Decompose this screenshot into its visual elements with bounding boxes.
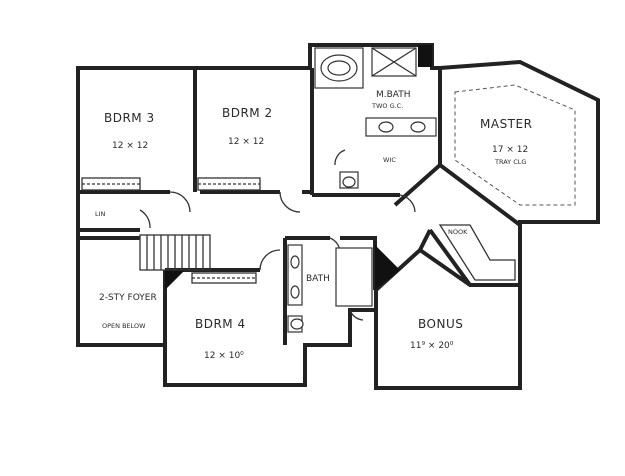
master-note: TRAY CLG — [494, 158, 526, 166]
bath-name: BATH — [306, 274, 330, 284]
master-bath-fixtures — [314, 47, 437, 189]
bdrm4-size: 12 × 10⁰ — [204, 351, 244, 361]
bonus-name: BONUS — [418, 317, 463, 331]
foyer-note: OPEN BELOW — [102, 322, 146, 330]
room-labels: BDRM 3 12 × 12 BDRM 2 12 × 12 M.BATH TWO… — [95, 90, 532, 361]
master-bath-name: M.BATH — [376, 90, 411, 100]
solid-wall-blocks — [165, 45, 432, 290]
foyer-name: 2-STY FOYER — [99, 293, 157, 303]
staircase — [139, 234, 211, 271]
bdrm3-size: 12 × 12 — [112, 141, 148, 151]
bdrm2-size: 12 × 12 — [228, 137, 264, 147]
bdrm2-name: BDRM 2 — [222, 106, 273, 120]
nook-name: NOOK — [448, 228, 468, 236]
closets — [81, 177, 261, 284]
tray-ceiling-outline — [454, 84, 576, 206]
door-swings — [139, 149, 416, 321]
hall-bath-fixtures — [287, 244, 373, 333]
wic-name: WIC — [383, 156, 396, 164]
linen-name: LIN — [95, 210, 106, 218]
nook-cabinet — [438, 224, 516, 281]
bdrm4-name: BDRM 4 — [195, 317, 246, 331]
master-name: MASTER — [480, 117, 532, 131]
bonus-size: 11⁹ × 20⁰ — [410, 341, 454, 351]
master-bath-note: TWO G.C. — [371, 102, 403, 110]
outer-walls — [76, 43, 600, 390]
bdrm3-name: BDRM 3 — [104, 111, 155, 125]
master-size: 17 × 12 — [492, 145, 528, 155]
